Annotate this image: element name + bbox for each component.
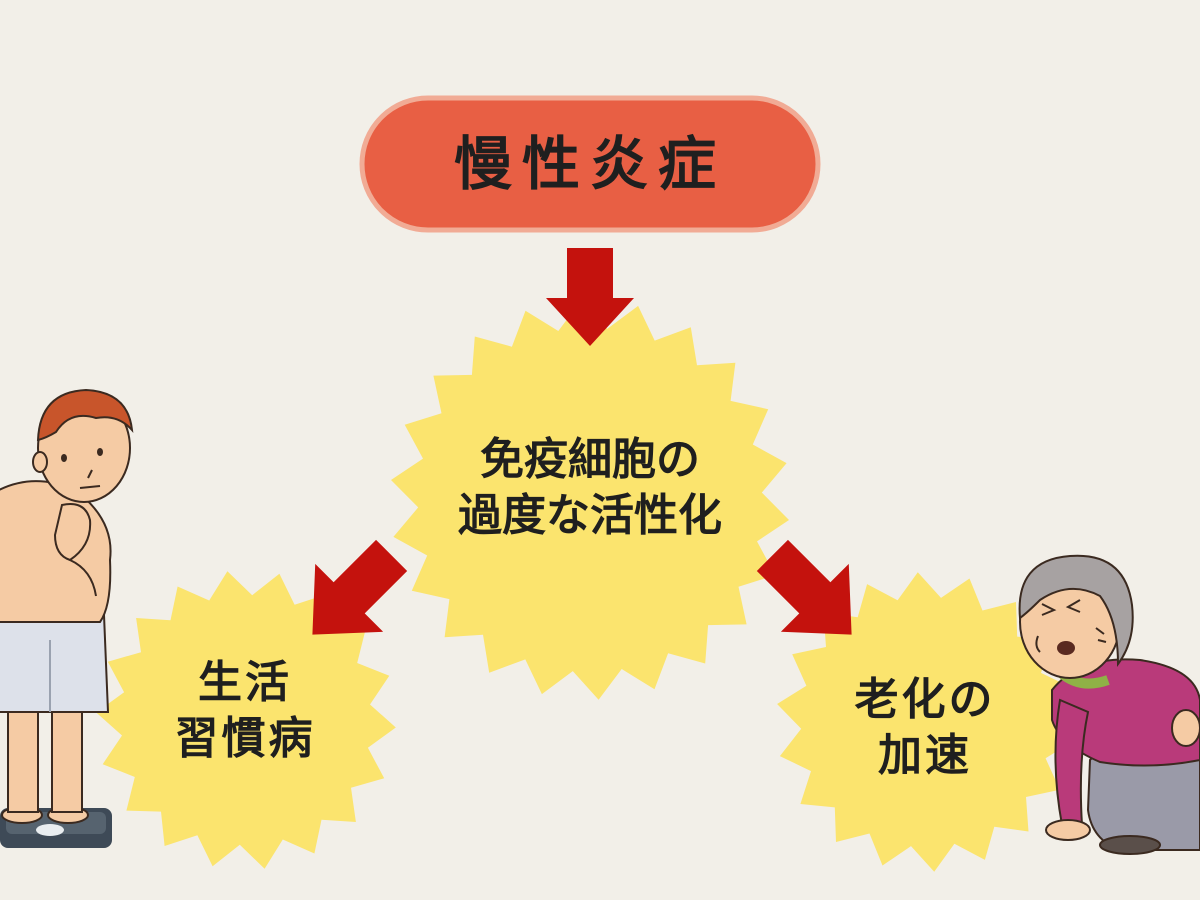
center-node-burst (391, 300, 789, 700)
left-node-line-2: 習慣病 (174, 713, 316, 765)
arrow-down-right-icon (756, 539, 852, 635)
left-node-label: 生活 習慣病 (120, 655, 370, 768)
overweight-man-on-scale-icon (0, 388, 134, 848)
arrow-down-left-icon (312, 539, 408, 635)
center-node-line-2: 過度な活性化 (458, 490, 722, 542)
right-node-line-2: 加速 (878, 730, 972, 782)
elderly-woman-with-back-pain-icon (1018, 554, 1200, 855)
left-node-line-1: 生活 (198, 657, 292, 708)
center-node-line-1: 免疫細胞の (480, 434, 700, 485)
right-node-line-1: 老化の (854, 674, 996, 725)
top-node-pill (359, 95, 821, 233)
top-node-label: 慢性炎症 (453, 130, 726, 198)
left-node-burst (96, 571, 396, 869)
arrow-down-icon (546, 248, 634, 346)
center-node-label: 免疫細胞の 過度な活性化 (400, 432, 780, 545)
right-node-burst (777, 572, 1075, 872)
right-node-label: 老化の 加速 (800, 672, 1050, 785)
